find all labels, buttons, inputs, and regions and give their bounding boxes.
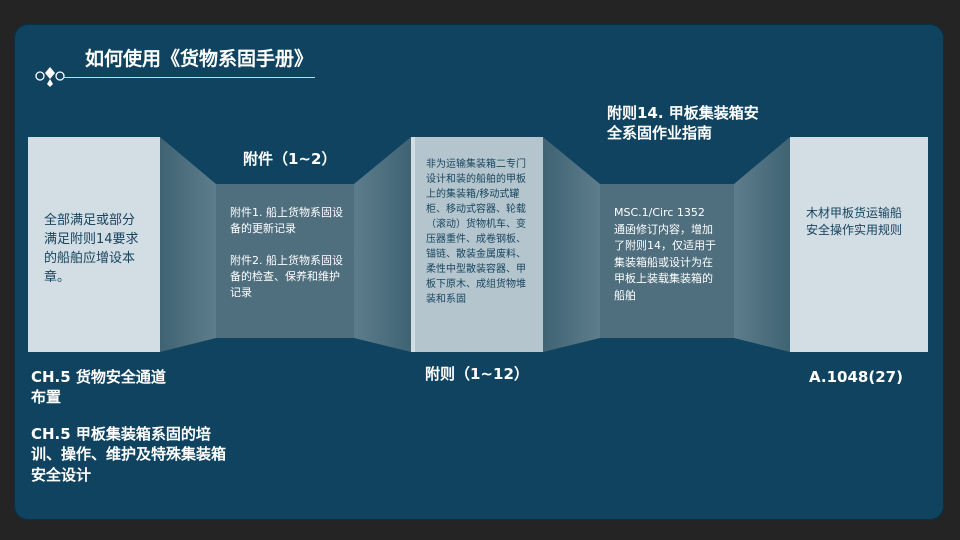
text-full-partial: 全部满足或部分满足附则14要求的船舶应增设本章。	[44, 213, 139, 285]
title-underline	[63, 77, 315, 78]
fold-connector-3	[543, 137, 600, 352]
label-rules-1-12: 附则（1~12）	[425, 365, 529, 383]
label-a1048: A.1048(27)	[809, 368, 903, 386]
label-attachments-1-2: 附件（1~2）	[243, 150, 337, 168]
label-ch5-passage: CH.5 货物安全通道布置	[31, 368, 166, 407]
panel-full-partial	[28, 137, 160, 352]
panel-band	[415, 137, 543, 352]
panel-attachments	[216, 184, 354, 338]
text-timber-deck: 木材甲板货运输船安全操作实用规则	[806, 206, 903, 238]
text-msc-circ: MSC.1/Circ 1352 通函修订内容，增加了附则14，仅适用于集装箱船或…	[614, 206, 716, 302]
panel-timber-deck	[790, 137, 928, 352]
label-ch5-training: CH.5 甲板集装箱系固的培训、操作、维护及特殊集装箱安全设计	[31, 425, 227, 484]
panel-msc-circ	[600, 184, 734, 338]
decorative-swirl-icon	[35, 67, 65, 87]
text-non-dedicated: 非为运输集装箱二专门设计和装的船舶的甲板上的集装箱/移动式罐柜、移动式容器、轮载…	[426, 159, 526, 305]
fold-connector-4	[734, 137, 790, 352]
label-rule-14: 附则14. 甲板集装箱安全系固作业指南	[607, 104, 759, 143]
panel-non-dedicated	[411, 137, 543, 352]
fold-connector-1	[160, 137, 216, 352]
fold-connector-2	[354, 137, 411, 352]
text-attachments: 附件1. 船上货物系固设备的更新记录 附件2. 船上货物系固设备的检查、保养和维…	[230, 206, 343, 299]
page-title: 如何使用《货物系固手册》	[85, 48, 314, 70]
